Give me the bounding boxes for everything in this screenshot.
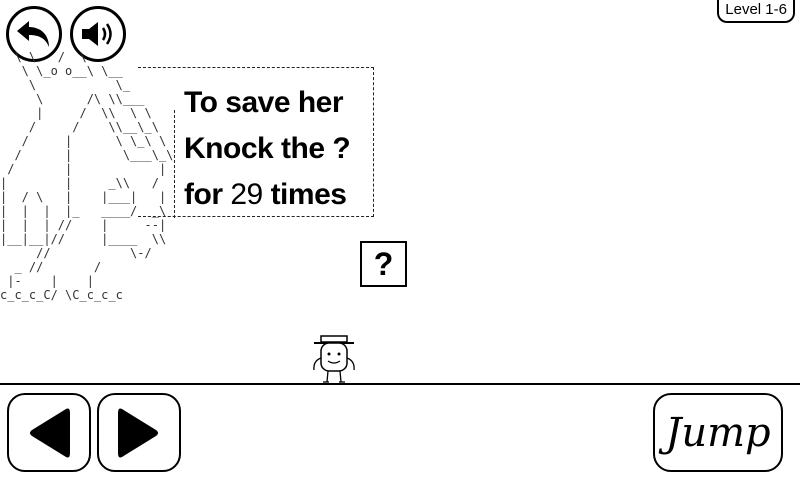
level-badge: Level 1-6 xyxy=(717,0,795,23)
hint-line-1: To save her xyxy=(184,86,344,119)
right-triangle-icon xyxy=(118,408,158,457)
hint-text: To save her Knock the ? for 29 times xyxy=(184,80,369,218)
left-triangle-icon xyxy=(30,408,70,457)
move-right-button[interactable] xyxy=(97,393,181,472)
hint-speech-box-left-edge xyxy=(174,110,176,218)
back-button[interactable] xyxy=(6,6,62,62)
hint-line-2-text: Knock the xyxy=(184,132,325,165)
hint-speech-box xyxy=(138,67,374,217)
hero-character xyxy=(313,335,355,383)
hint-question-symbol: ? xyxy=(332,132,351,165)
hint-line-3-prefix: for xyxy=(184,178,223,211)
sound-button[interactable] xyxy=(70,6,126,62)
hint-knock-count: 29 xyxy=(230,178,263,211)
ground-line xyxy=(0,383,800,385)
move-left-button[interactable] xyxy=(7,393,91,472)
hint-line-2: Knock the ? xyxy=(184,126,369,172)
curved-back-arrow-icon xyxy=(17,21,49,47)
monster-ascii-art: \ \ / \ \ \_o o__\ \__ \ \_ \ /\ \\___ |… xyxy=(0,50,174,302)
speaker-sound-icon xyxy=(82,22,112,46)
hint-line-3: for 29 times xyxy=(184,172,369,218)
hint-line-3-suffix: times xyxy=(270,178,347,211)
jump-button[interactable]: Jump xyxy=(653,393,783,472)
question-block[interactable]: ? xyxy=(360,241,407,287)
